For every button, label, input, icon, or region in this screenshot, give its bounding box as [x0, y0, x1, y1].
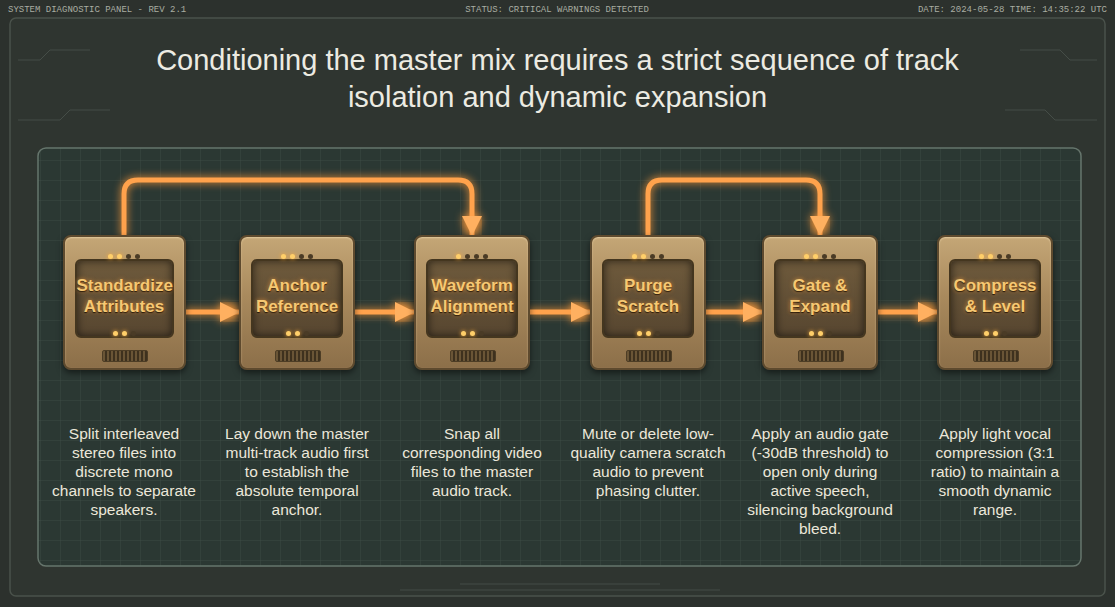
- header-label: SYSTEM DIAGNOSTIC PANEL - REV 2.1: [8, 5, 186, 15]
- flow-arrow: [355, 310, 413, 315]
- indicator-lights: [65, 245, 184, 251]
- indicator-light: [1002, 331, 1007, 336]
- vent-grille: [275, 350, 321, 362]
- indicator-light: [993, 331, 998, 336]
- outer-frame: [10, 18, 1105, 596]
- indicator-light: [286, 331, 291, 336]
- box-heading: Compress & Level: [951, 275, 1039, 317]
- indicator-lights: [65, 322, 184, 328]
- header-label: DATE: 2024-05-28 TIME: 14:35:22 UTC: [918, 5, 1107, 15]
- indicator-light: [117, 254, 122, 259]
- box-heading: Purge Scratch: [604, 275, 692, 317]
- indicator-lights: [764, 322, 876, 328]
- indicator-light: [113, 331, 118, 336]
- indicator-lights: [939, 322, 1051, 328]
- grid-panel: [38, 148, 1081, 566]
- indicator-light: [813, 254, 818, 259]
- process-box: Anchor ReferenceLay down the master mult…: [239, 235, 355, 370]
- indicator-light: [108, 254, 113, 259]
- flow-arrow: [530, 310, 589, 315]
- indicator-light: [461, 331, 466, 336]
- flow-arrow: [878, 310, 936, 315]
- indicator-light: [126, 254, 131, 259]
- indicator-light: [641, 254, 646, 259]
- indicator-light: [135, 254, 140, 259]
- indicator-light: [809, 331, 814, 336]
- indicator-light: [979, 254, 984, 259]
- indicator-lights: [592, 322, 704, 328]
- circuit-trace: [1005, 50, 1097, 120]
- indicator-light: [131, 331, 136, 336]
- indicator-light: [659, 254, 664, 259]
- box-description: Snap all corresponding video files to th…: [394, 424, 550, 500]
- box-heading: Gate & Expand: [776, 275, 864, 317]
- process-box: Standardize AttributesSplit interleaved …: [63, 235, 186, 370]
- indicator-light: [122, 331, 127, 336]
- indicator-lights: [241, 245, 353, 251]
- indicator-lights: [241, 322, 353, 328]
- indicator-light: [988, 254, 993, 259]
- box-heading: Waveform Alignment: [428, 275, 516, 317]
- indicator-light: [456, 254, 461, 259]
- box-heading: Standardize Attributes: [77, 275, 172, 317]
- process-box: Compress & LevelApply light vocal compre…: [937, 235, 1053, 370]
- indicator-light: [827, 331, 832, 336]
- header-label: STATUS: CRITICAL WARNINGS DETECTED: [465, 5, 649, 15]
- indicator-light: [304, 331, 309, 336]
- flow-arrow: [706, 310, 761, 315]
- indicator-light: [295, 331, 300, 336]
- process-box: Waveform AlignmentSnap all corresponding…: [414, 235, 530, 370]
- flow-arrow: [648, 180, 820, 235]
- vent-grille: [102, 350, 148, 362]
- indicator-light: [479, 331, 484, 336]
- indicator-light: [632, 254, 637, 259]
- indicator-light: [281, 254, 286, 259]
- indicator-light: [308, 254, 313, 259]
- indicator-light: [655, 331, 660, 336]
- indicator-light: [831, 254, 836, 259]
- indicator-light: [637, 331, 642, 336]
- box-description: Lay down the master multi-track audio fi…: [219, 424, 375, 519]
- box-description: Apply an audio gate (-30dB threshold) to…: [742, 424, 898, 538]
- indicator-light: [299, 254, 304, 259]
- box-description: Split interleaved stereo files into disc…: [46, 424, 202, 519]
- indicator-light: [822, 254, 827, 259]
- indicator-light: [290, 254, 295, 259]
- indicator-light: [1006, 254, 1011, 259]
- indicator-lights: [764, 245, 876, 251]
- indicator-light: [818, 331, 823, 336]
- circuit-trace: [400, 584, 720, 590]
- process-box: Gate & ExpandApply an audio gate (-30dB …: [762, 235, 878, 370]
- process-box: Purge ScratchMute or delete low-quality …: [590, 235, 706, 370]
- indicator-light: [650, 254, 655, 259]
- indicator-lights: [416, 245, 528, 251]
- box-heading: Anchor Reference: [253, 275, 341, 317]
- indicator-light: [465, 254, 470, 259]
- indicator-light: [804, 254, 809, 259]
- grid-overlay: [38, 148, 1081, 566]
- circuit-trace: [18, 50, 110, 120]
- indicator-light: [984, 331, 989, 336]
- indicator-lights: [416, 322, 528, 328]
- indicator-lights: [592, 245, 704, 251]
- indicator-light: [474, 254, 479, 259]
- vent-grille: [798, 350, 844, 362]
- flow-arrow: [124, 180, 472, 235]
- indicator-light: [470, 331, 475, 336]
- indicator-light: [483, 254, 488, 259]
- indicator-light: [997, 254, 1002, 259]
- vent-grille: [450, 350, 496, 362]
- vent-grille: [626, 350, 672, 362]
- vent-grille: [973, 350, 1019, 362]
- box-description: Apply light vocal compression (3:1 ratio…: [917, 424, 1073, 519]
- indicator-lights: [939, 245, 1051, 251]
- box-description: Mute or delete low-quality camera scratc…: [570, 424, 726, 500]
- indicator-light: [646, 331, 651, 336]
- diagram-title: Conditioning the master mix requires a s…: [150, 42, 965, 116]
- flow-arrow: [186, 310, 239, 315]
